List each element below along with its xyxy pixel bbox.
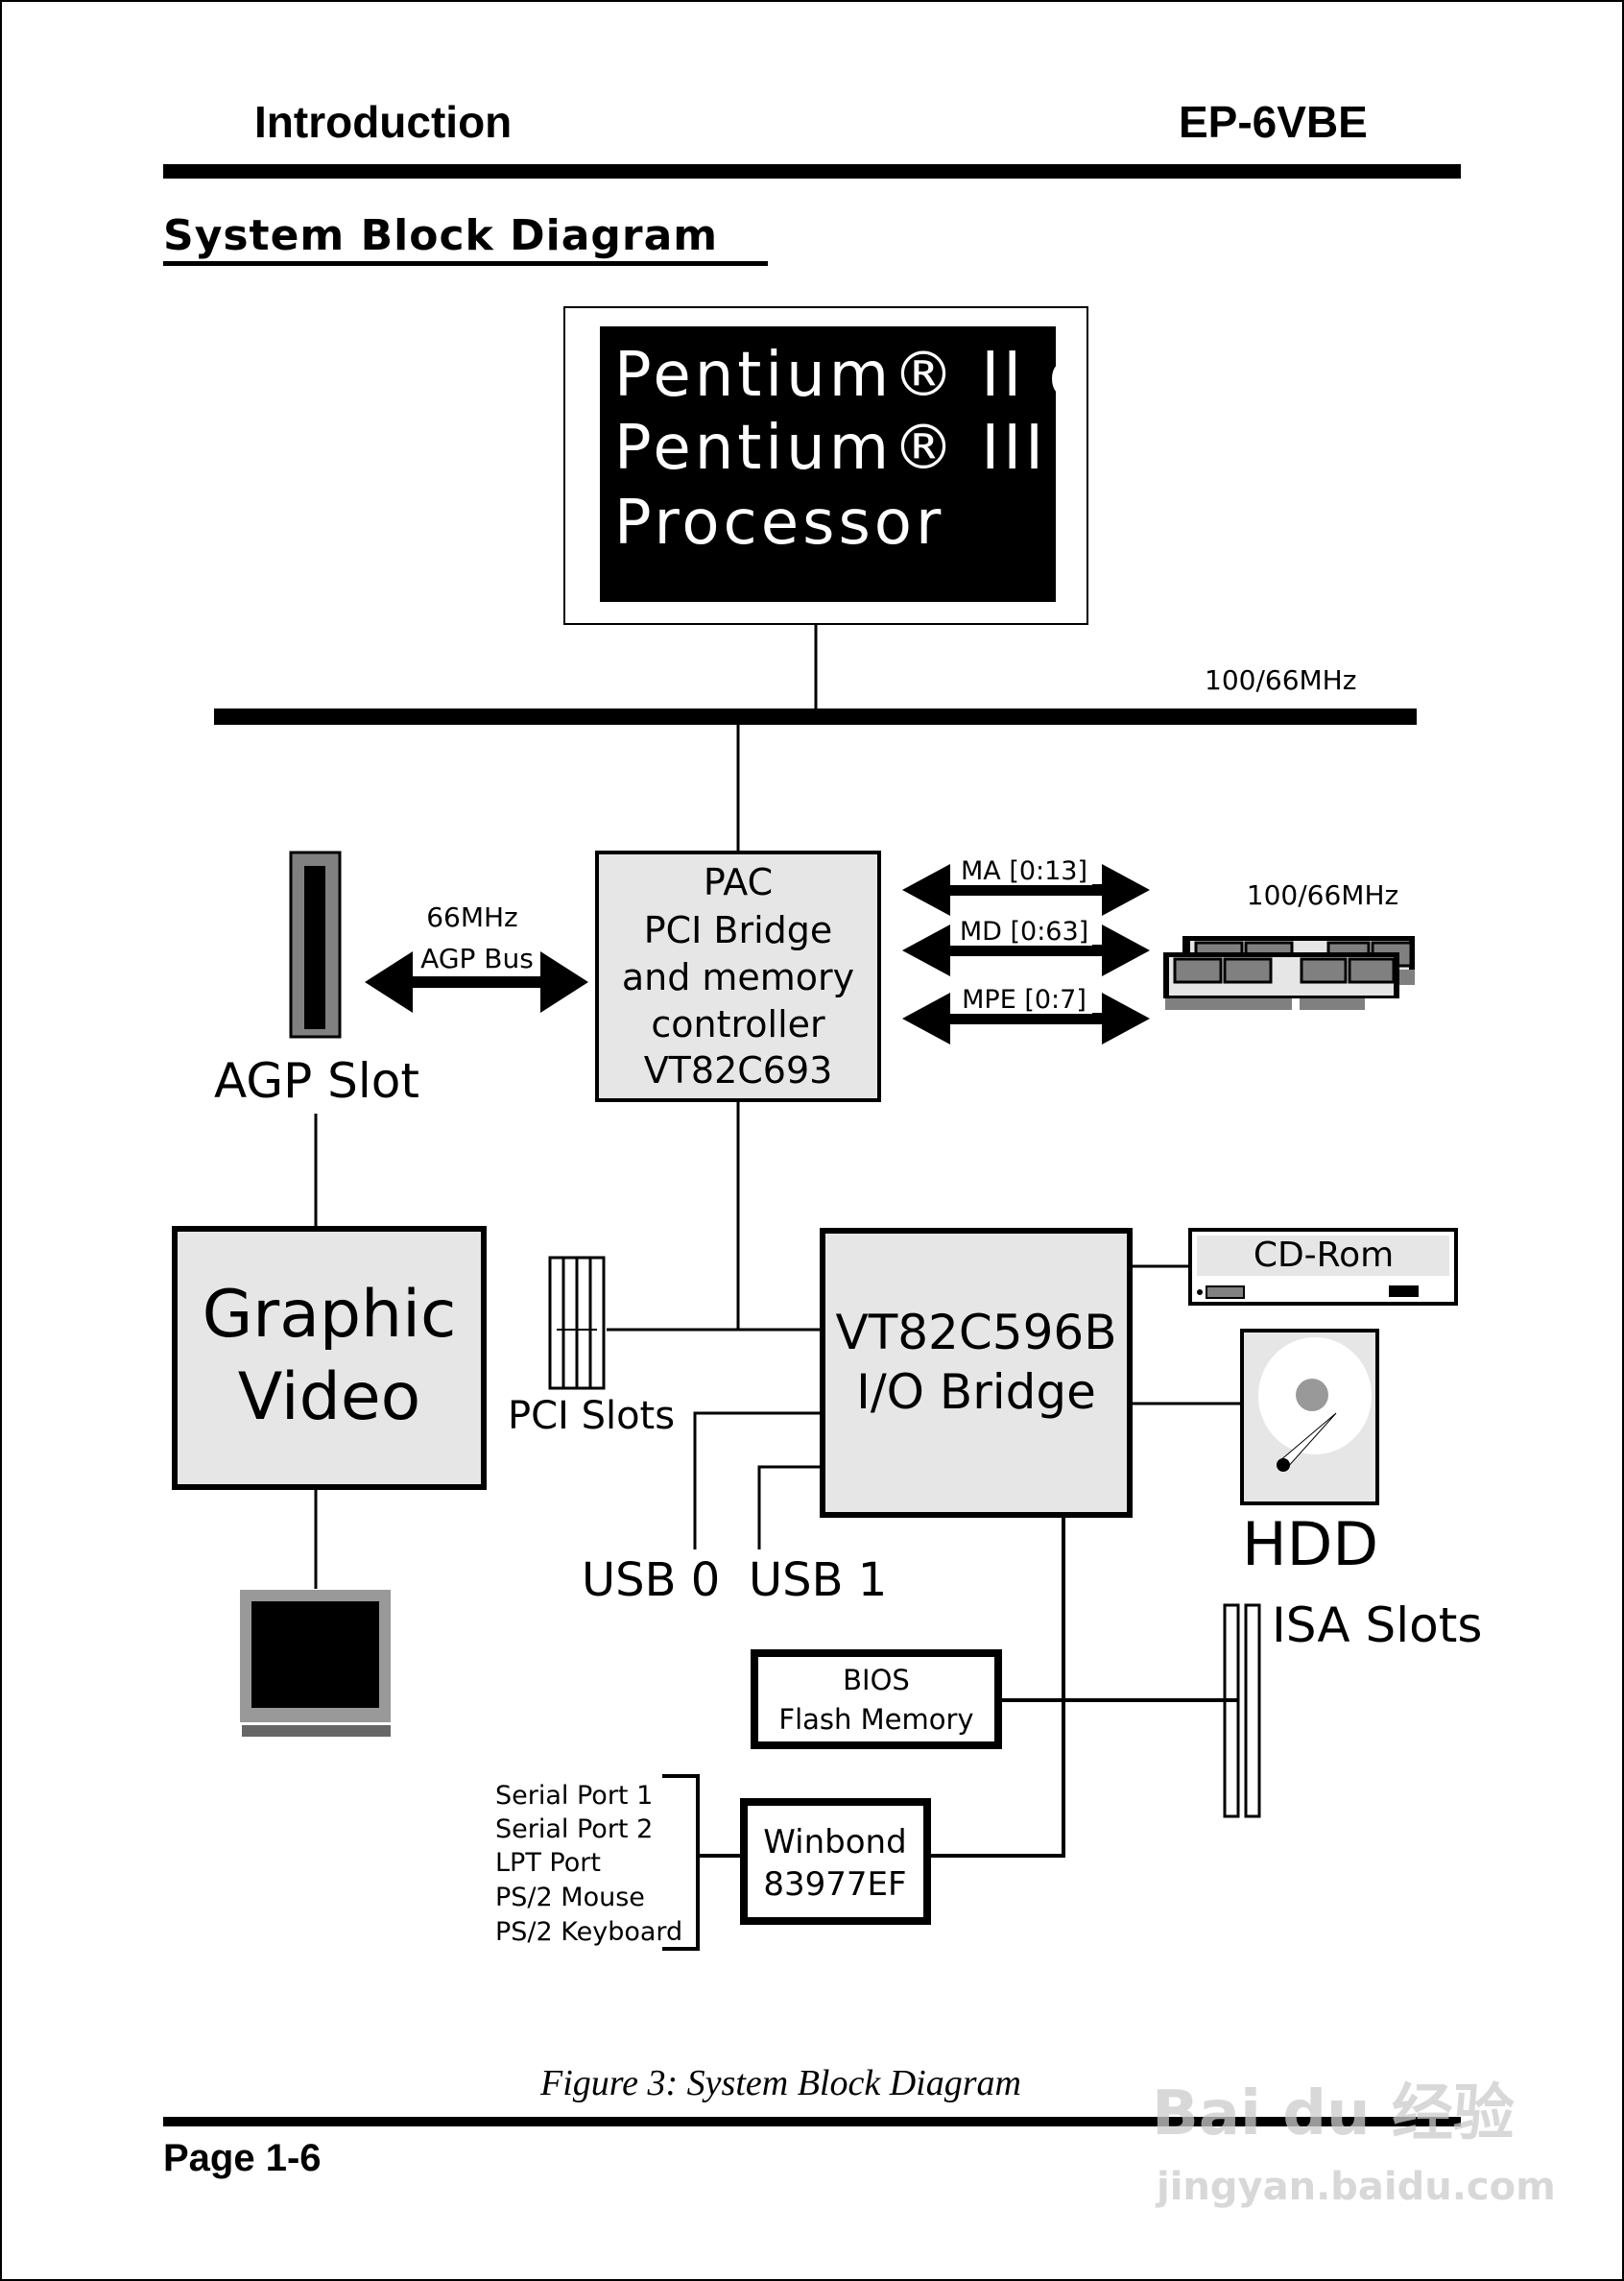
bios-label-line: Flash Memory <box>778 1703 973 1736</box>
cpu-label-line-3: Processor <box>614 488 944 559</box>
section-heading-underline <box>163 261 768 266</box>
io-port-label: PS/2 Keyboard <box>495 1917 682 1947</box>
cdrom-icon <box>1188 1228 1458 1306</box>
cpu-block: Pentium® II or Pentium® III Processor <box>563 306 1119 625</box>
isa-slots-icon <box>1223 1603 1261 1818</box>
agp-slot-label: AGP Slot <box>214 1053 419 1109</box>
hdd-icon <box>1240 1329 1379 1505</box>
fsb-speed-label: 100/66MHz <box>1205 664 1356 696</box>
usb1-line <box>757 1465 821 1549</box>
io-port-label: LPT Port <box>495 1848 601 1878</box>
south-bridge-label-line: I/O Bridge <box>856 1364 1096 1420</box>
figure-caption: Figure 3: System Block Diagram <box>540 2063 1021 2103</box>
usb0-label: USB 0 <box>582 1553 720 1607</box>
baidu-watermark-url: jingyan.baidu.com <box>1157 2165 1556 2209</box>
usb1-label: USB 1 <box>749 1553 887 1607</box>
io-port-label: Serial Port 1 <box>495 1781 653 1811</box>
pac-label-line: PCI Bridge <box>644 909 833 951</box>
graphic-label-line: Video <box>238 1359 421 1435</box>
io-ports-bracket <box>662 1774 700 1951</box>
pci-slots-label: PCI Slots <box>508 1394 675 1438</box>
pac-label-line: VT82C693 <box>644 1049 833 1092</box>
pac-label-line: controller <box>651 1003 825 1045</box>
isa-slots-label: ISA Slots <box>1272 1597 1482 1653</box>
pac-label-line: PAC <box>704 861 773 903</box>
cpu-label-line-1: Pentium® II or <box>614 340 1119 411</box>
super-io-label-line: Winbond <box>763 1823 906 1861</box>
io-port-label: Serial Port 2 <box>495 1814 653 1844</box>
super-io-block: Winbond 83977EF <box>740 1798 931 1925</box>
south-bridge-block: VT82C596B I/O Bridge <box>820 1228 1133 1518</box>
page-number: Page 1-6 <box>163 2137 322 2179</box>
memory-bus-label-md: MD [0:63] <box>960 917 1088 947</box>
bios-block: BIOS Flash Memory <box>751 1649 1002 1749</box>
super-io-label-line: 83977EF <box>763 1865 906 1904</box>
agp-bus-label: AGP Bus <box>420 943 534 974</box>
header-model: EP-6VBE <box>1179 97 1368 147</box>
section-heading: System Block Diagram <box>163 211 719 260</box>
memory-bus-label-ma: MA [0:13] <box>961 856 1087 886</box>
memory-speed-label: 100/66MHz <box>1247 879 1398 911</box>
cdrom-label: CD-Rom <box>1254 1236 1394 1275</box>
front-side-bus <box>214 708 1417 725</box>
south-bridge-label-line: VT82C596B <box>835 1305 1116 1360</box>
graphic-label-line: Graphic <box>203 1277 457 1353</box>
monitor-icon <box>240 1590 391 1737</box>
io-port-label: PS/2 Mouse <box>495 1883 645 1912</box>
baidu-watermark-logo: Bai du 经验 <box>1152 2078 1515 2149</box>
cpu-label-line-2: Pentium® III <box>614 413 1047 484</box>
header-section-title: Introduction <box>254 97 513 147</box>
memory-bus-arrows <box>902 864 1150 1044</box>
hdd-label: HDD <box>1242 1509 1378 1579</box>
header-rule <box>163 164 1461 179</box>
graphic-video-block: Graphic Video <box>172 1226 487 1490</box>
memory-bus-label-mpe: MPE [0:7] <box>962 985 1087 1015</box>
pac-label-line: and memory <box>622 956 854 998</box>
agp-slot-icon <box>289 851 342 1039</box>
bios-label-line: BIOS <box>843 1664 910 1696</box>
agp-bus-arrow <box>365 951 588 1013</box>
memory-module-icon <box>1163 936 1415 1010</box>
footer-rule <box>163 2117 1461 2126</box>
pci-slots-icon <box>548 1256 606 1390</box>
north-bridge-block: PAC PCI Bridge and memory controller VT8… <box>595 851 881 1102</box>
agp-speed-label: 66MHz <box>426 901 518 933</box>
usb0-line <box>693 1411 821 1549</box>
